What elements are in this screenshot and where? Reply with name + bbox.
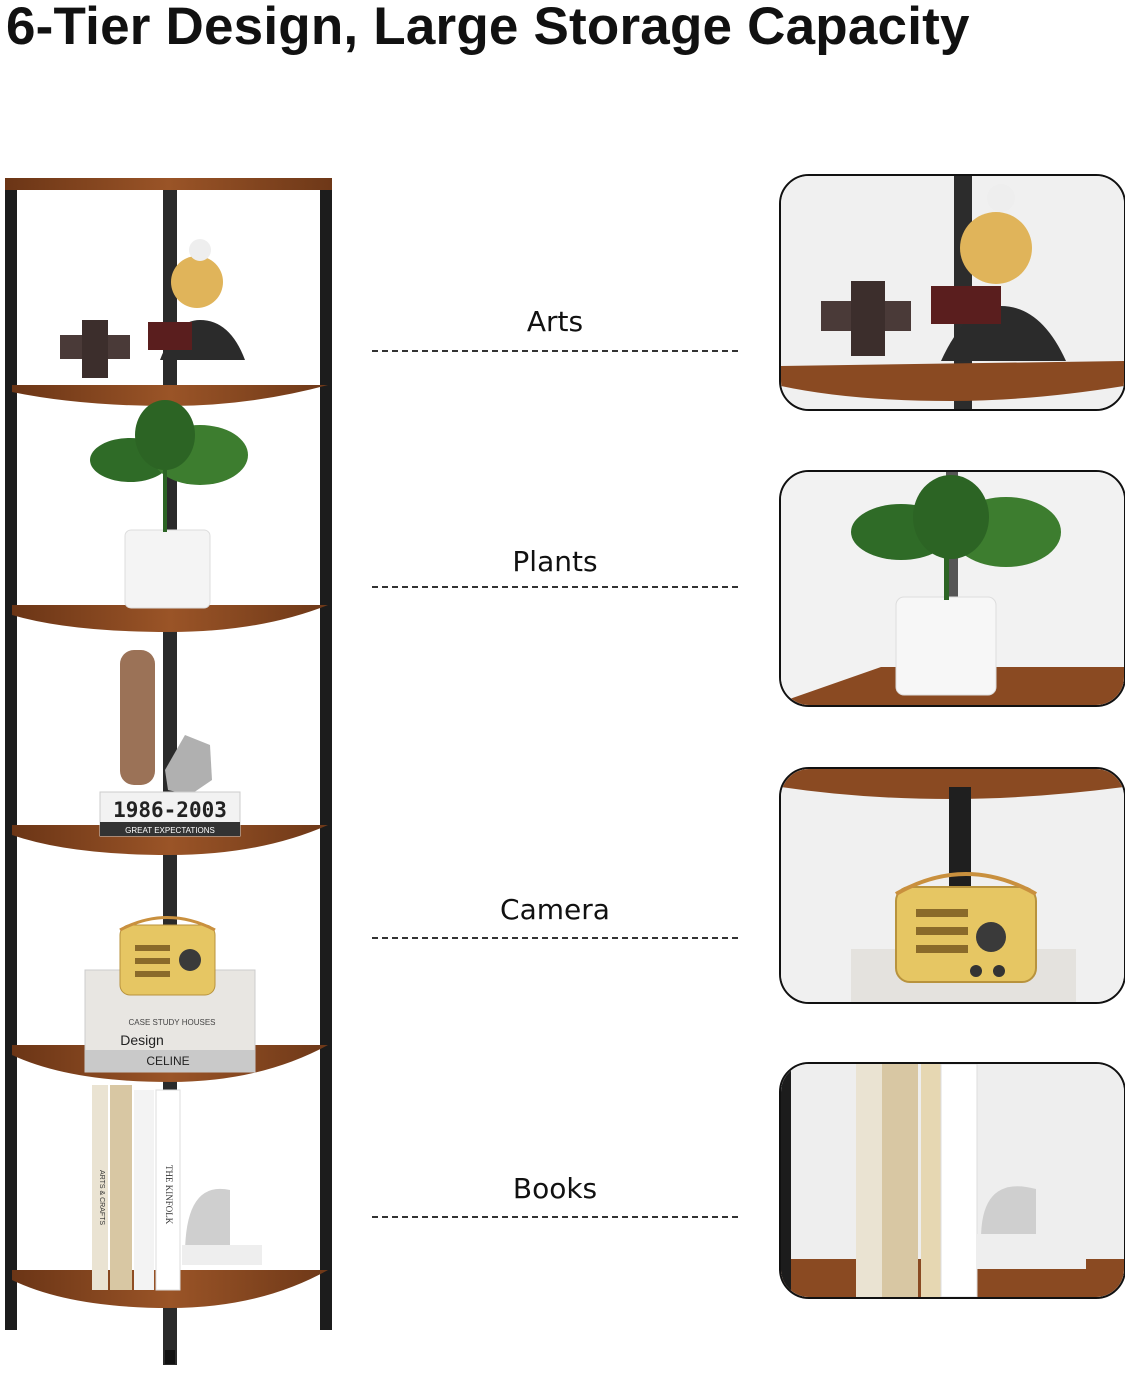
book-stack-mid-label: Design	[120, 1032, 164, 1048]
frame-post-left	[5, 180, 17, 1330]
book-subtitle-label: GREAT EXPECTATIONS	[125, 826, 215, 835]
cross-sculpture	[60, 320, 130, 378]
corner-shelf-illustration: 1986-2003 GREAT EXPECTATIONS CASE STUDY …	[5, 178, 332, 1365]
feature-label-camera: Camera	[500, 893, 610, 926]
zoom-panel-books	[779, 1062, 1125, 1299]
book-stack-bottom-label: CELINE	[146, 1054, 189, 1068]
feature-label-books: Books	[512, 1172, 598, 1205]
reading-figurine	[148, 239, 245, 360]
frame-foot	[165, 1350, 175, 1364]
connector-books	[372, 1216, 738, 1218]
book-stack-top-label: CASE STUDY HOUSES	[129, 1018, 216, 1027]
potted-plant	[90, 400, 248, 609]
connector-camera	[372, 937, 738, 939]
connector-arts	[372, 350, 738, 352]
zoom-panel-plants	[779, 470, 1125, 707]
feature-label-arts: Arts	[526, 305, 584, 338]
shelf-3	[12, 825, 328, 855]
shelf-1	[12, 385, 328, 406]
page-title: 6-Tier Design, Large Storage Capacity	[6, 0, 970, 56]
spine-label-b: THE KINFOLK	[164, 1165, 174, 1225]
zoom-panel-arts	[779, 174, 1125, 411]
frame-post-right	[320, 180, 332, 1330]
vase-and-book: 1986-2003 GREAT EXPECTATIONS	[99, 650, 241, 837]
feature-label-plants: Plants	[512, 545, 598, 578]
shelf-top	[5, 178, 332, 190]
books-and-bookend: ARTS & CRAFTS THE KINFOLK	[92, 1085, 262, 1291]
connector-plants	[372, 586, 738, 588]
radio-and-book-stack: CASE STUDY HOUSES Design CELINE	[84, 916, 256, 1073]
shelf-2	[12, 605, 328, 632]
zoom-panel-camera	[779, 767, 1125, 1004]
book-years-label: 1986-2003	[113, 798, 227, 822]
spine-label-a: ARTS & CRAFTS	[98, 1170, 105, 1225]
